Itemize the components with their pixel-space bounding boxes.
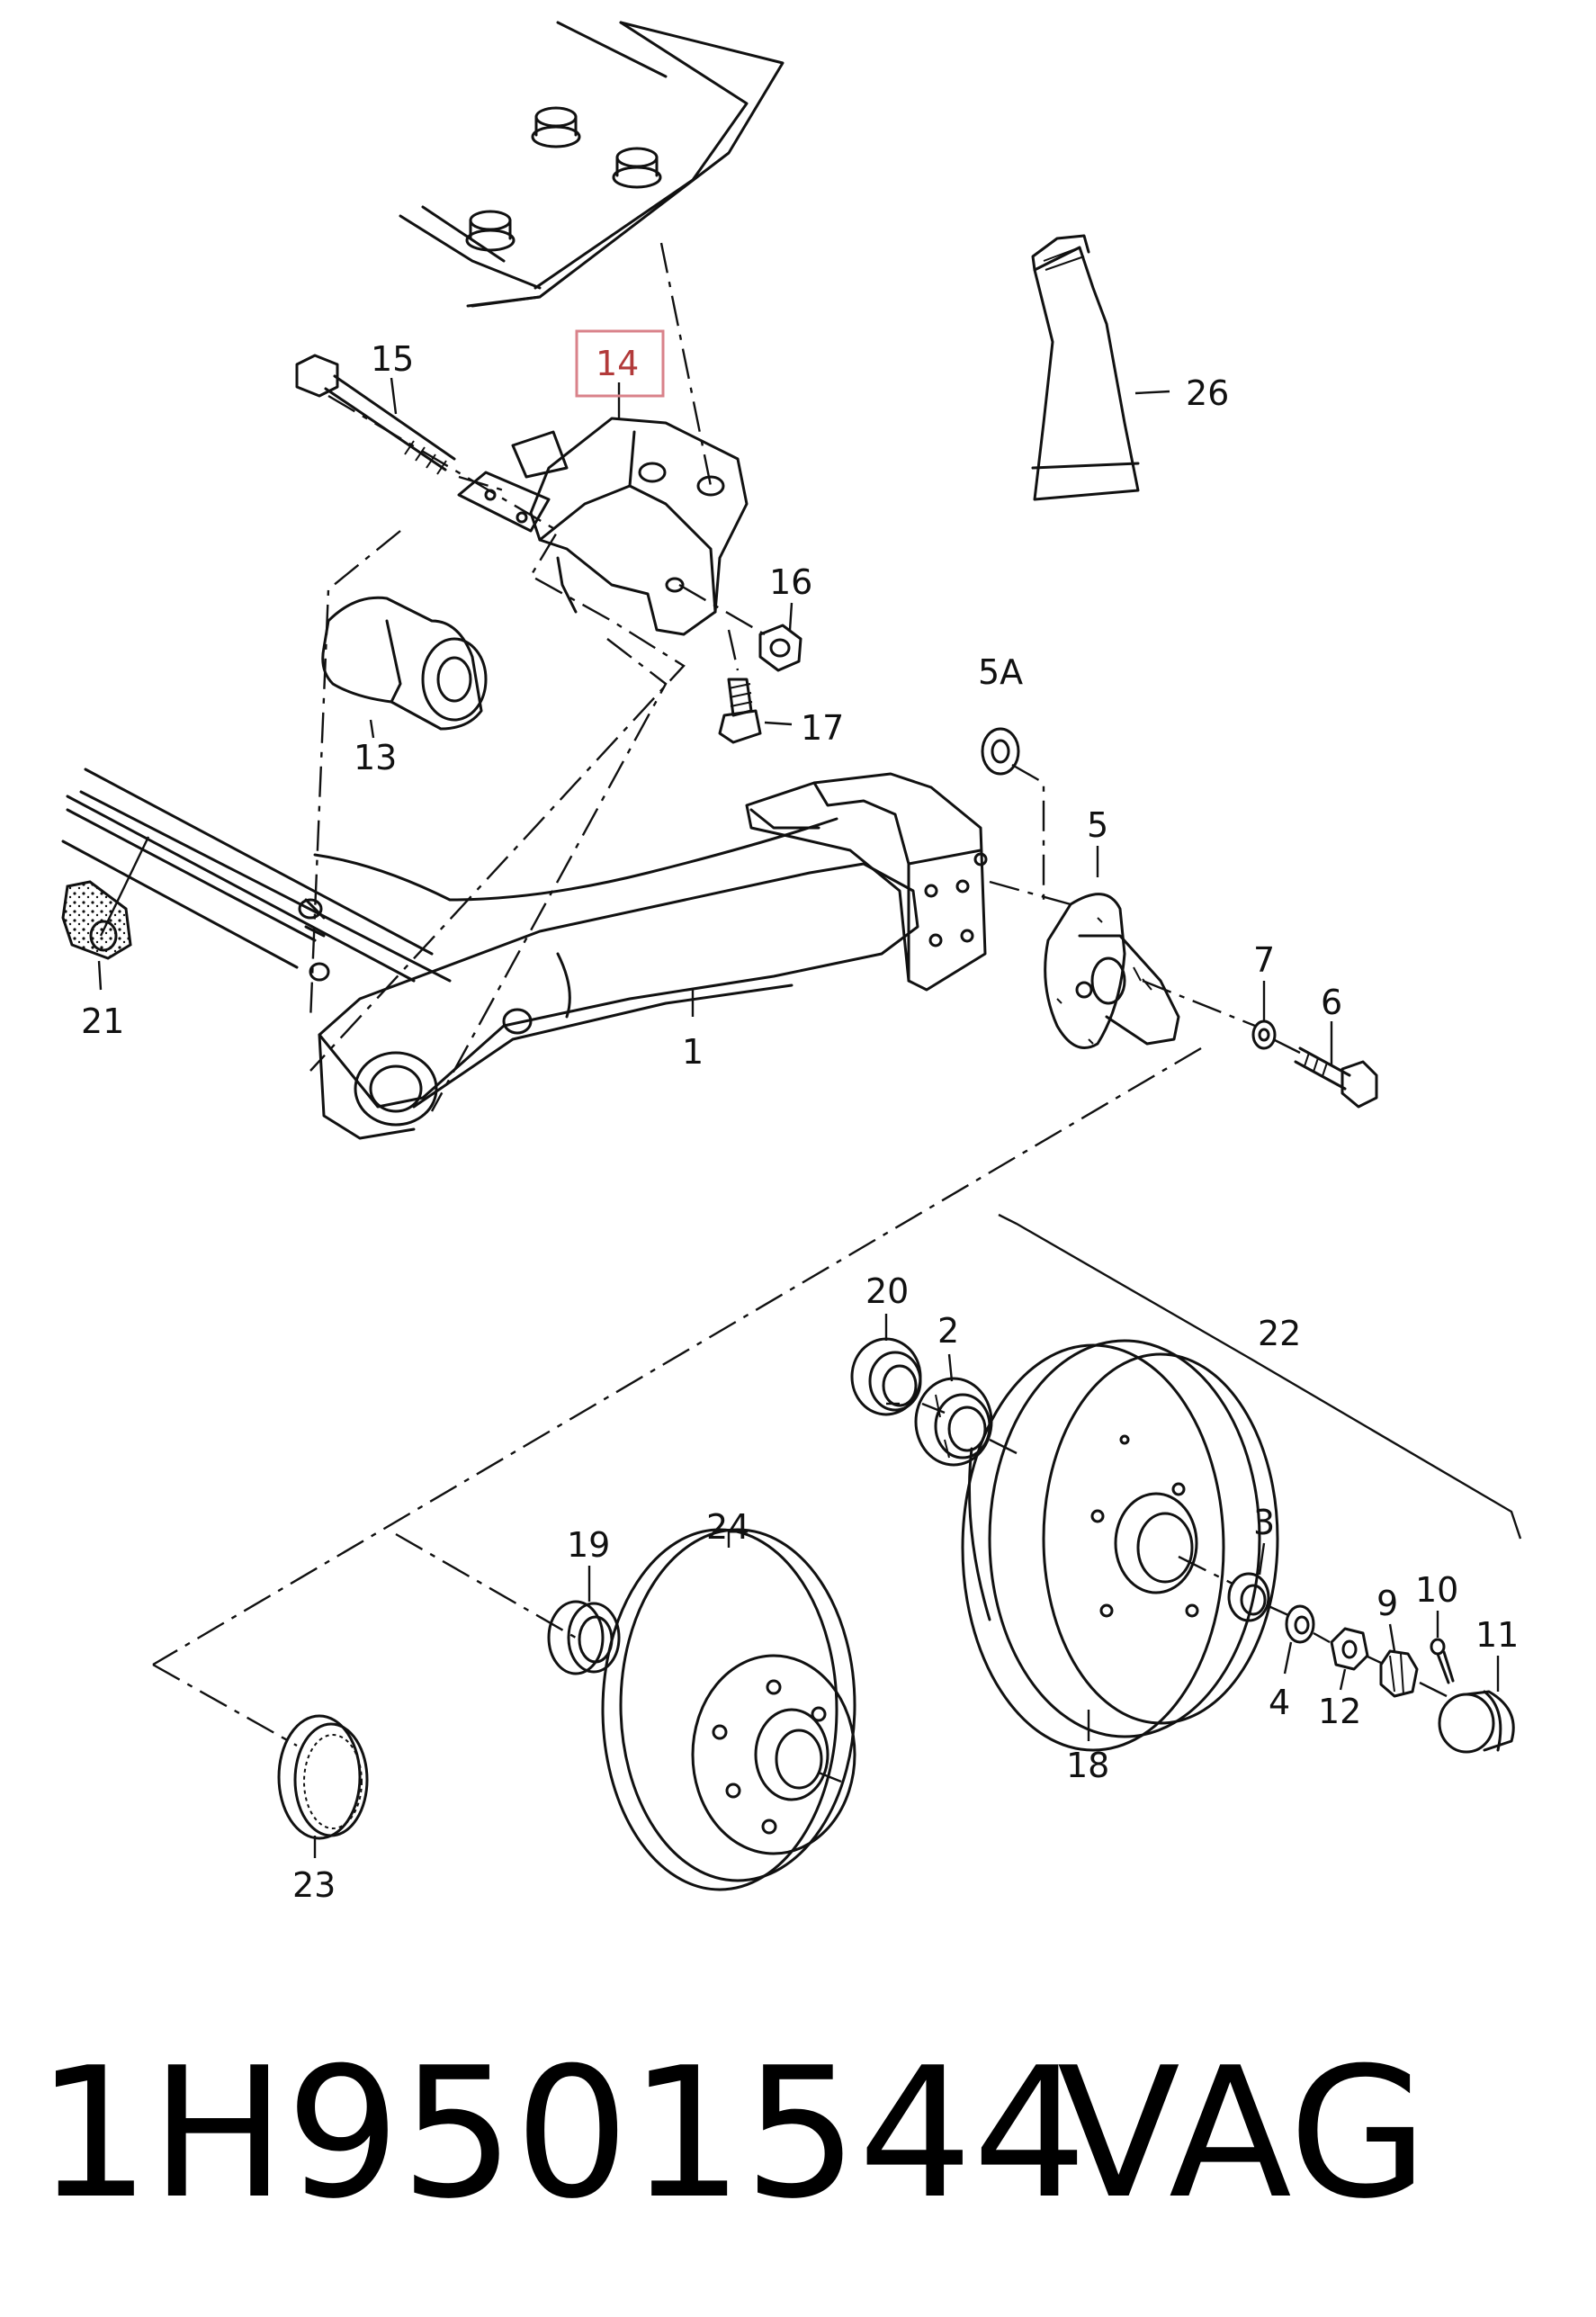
flange-screw — [718, 678, 762, 744]
callout-9: 9 — [1376, 1584, 1398, 1623]
body-stud — [531, 106, 581, 148]
hex-bolt-6 — [1294, 1046, 1378, 1109]
callout-17: 17 — [801, 708, 844, 748]
grease-tube — [1031, 234, 1140, 501]
seal-19 — [547, 1600, 621, 1675]
callout-18: 18 — [1066, 1746, 1109, 1785]
thrust-washer-4 — [1285, 1604, 1315, 1644]
callout-4: 4 — [1269, 1683, 1290, 1722]
abs-tone-ring — [277, 1714, 369, 1840]
bearing-3 — [1227, 1572, 1270, 1622]
callout-20: 20 — [865, 1271, 909, 1311]
washer-5a — [981, 727, 1045, 900]
rear-axle-beam — [61, 768, 919, 1140]
sensor-bracket — [61, 880, 132, 960]
washer-7 — [1251, 1019, 1277, 1050]
hex-nut — [758, 624, 802, 672]
callout-5a: 5A — [978, 652, 1023, 692]
callout-10: 10 — [1415, 1570, 1458, 1610]
cotter-pin-10 — [1430, 1638, 1455, 1684]
axle-nut-12 — [1330, 1627, 1369, 1671]
stub-axle — [989, 880, 1256, 1049]
highlight-box — [575, 329, 665, 398]
part-number: 1H9501544 — [36, 2029, 1087, 2239]
vehicle-body-floor — [399, 21, 785, 308]
callout-16: 16 — [769, 562, 812, 602]
callout-22: 22 — [1258, 1314, 1301, 1353]
callout-15: 15 — [371, 339, 414, 379]
callout-3: 3 — [1253, 1503, 1275, 1542]
callout-1: 1 — [682, 1032, 704, 1072]
brake-drum — [961, 1339, 1279, 1752]
callout-14: 14 — [596, 344, 639, 383]
leader-lines — [97, 377, 1500, 1858]
seal-ring-20 — [850, 1337, 922, 1416]
rubber-bushing — [321, 596, 488, 731]
callout-2: 2 — [937, 1311, 959, 1351]
brake-disc — [601, 1528, 856, 1891]
mounting-bracket — [511, 417, 749, 636]
trailing-arm-housing — [745, 772, 988, 992]
body-stud — [612, 147, 662, 189]
callout-24: 24 — [706, 1507, 749, 1547]
grease-cap-11 — [1438, 1690, 1515, 1754]
callout-7: 7 — [1253, 940, 1275, 980]
bearing-2 — [914, 1377, 993, 1467]
body-stud — [465, 210, 516, 252]
callout-labels: 14 15 26 16 13 17 5A 5 21 1 7 6 22 20 2 … — [81, 339, 1519, 1905]
callout-26: 26 — [1186, 373, 1229, 413]
lock-cap-9 — [1379, 1649, 1419, 1698]
callout-23: 23 — [292, 1865, 336, 1905]
callout-12: 12 — [1318, 1692, 1361, 1731]
callout-21: 21 — [81, 1001, 124, 1041]
callout-6: 6 — [1321, 983, 1342, 1022]
callout-5: 5 — [1087, 805, 1108, 845]
brand-name: VAG — [1057, 2029, 1428, 2239]
callout-13: 13 — [354, 738, 397, 777]
callout-19: 19 — [567, 1525, 610, 1565]
callout-11: 11 — [1475, 1615, 1519, 1655]
